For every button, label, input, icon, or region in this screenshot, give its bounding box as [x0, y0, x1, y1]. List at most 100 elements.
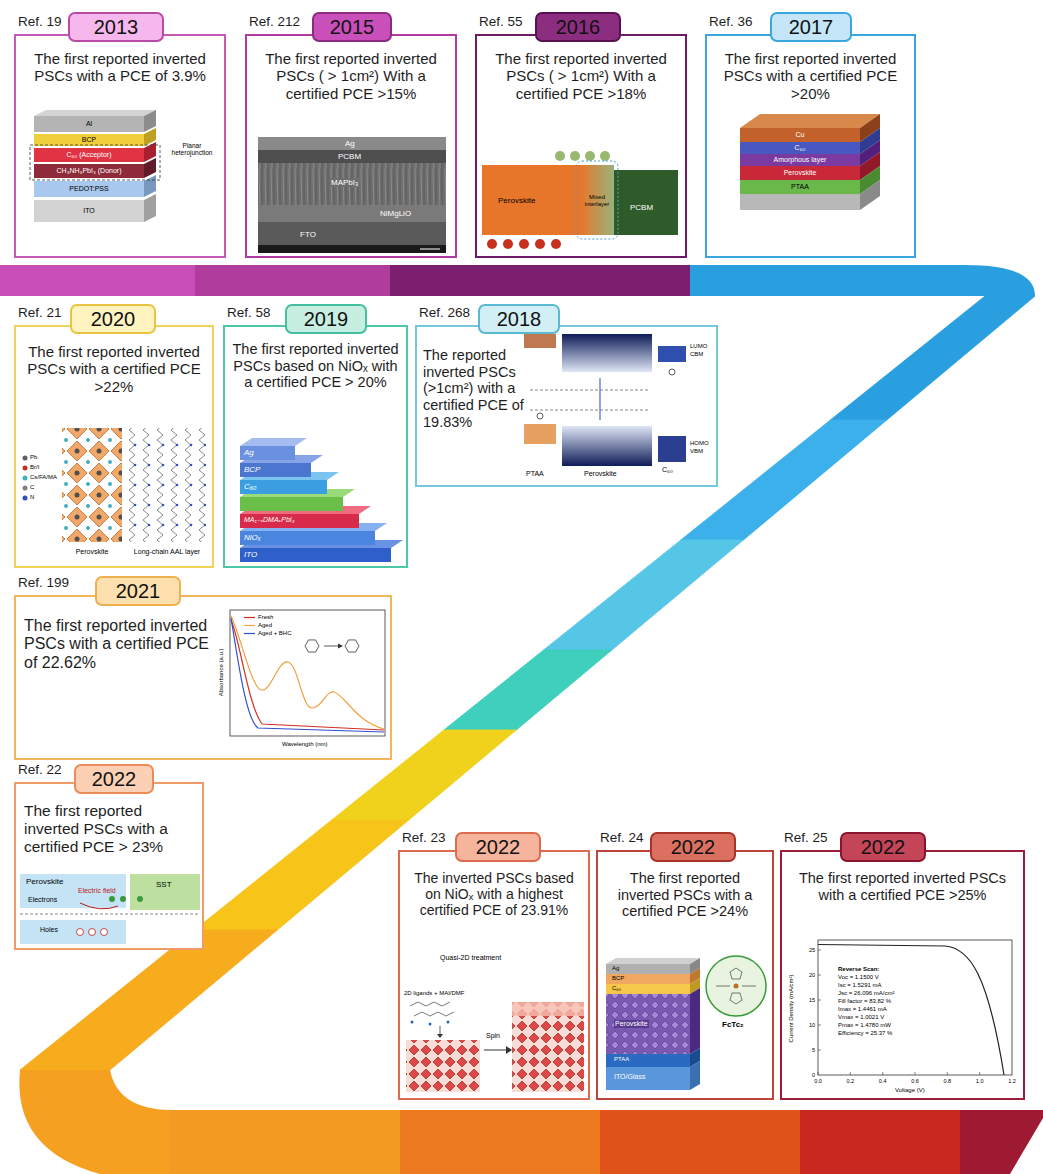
device-stack-2019 — [240, 489, 355, 497]
card-text: The first reported inverted PSCs with a … — [604, 870, 766, 920]
year-label: 2022 — [671, 836, 716, 859]
interface-diagram-2016 — [551, 239, 561, 249]
energy-diagram-2018 — [524, 334, 556, 348]
sem-image-2015 — [420, 249, 440, 250]
timeline-ribbon — [170, 1110, 402, 1174]
device-stack-2019 — [240, 540, 403, 548]
device-stack-2022 — [606, 994, 690, 1054]
device-stack-2022 — [706, 956, 766, 1016]
card-text: The first reported inverted PSCs ( > 1cm… — [485, 50, 677, 102]
card-text: The first reported inverted PSCs with a … — [715, 50, 906, 102]
device-stack-2019 — [240, 506, 371, 514]
device-stack-2013 — [34, 134, 144, 146]
jv-curve-2022 — [818, 945, 1004, 1076]
card-text: The inverted PSCs based on NiOₓ with a h… — [406, 870, 582, 918]
device-stack-2019 — [240, 438, 307, 446]
year-tab: 2022 — [455, 832, 541, 862]
device-stack-2017 — [740, 142, 860, 154]
device-stack-2022 — [690, 978, 700, 994]
device-stack-2017 — [740, 114, 880, 128]
energy-diagram-2018 — [658, 346, 686, 362]
device-stack-2022 — [606, 1054, 690, 1067]
device-stack-2022 — [606, 974, 690, 984]
device-stack-2013 — [34, 181, 144, 197]
sem-image-2015 — [258, 205, 446, 222]
quasi-2d-sketch — [414, 1012, 454, 1016]
timeline-card: Ref. 36The first reported inverted PSCs … — [705, 34, 916, 258]
timeline-card: Ref. 19The first reported inverted PSCs … — [14, 34, 226, 258]
interface-diagram-2016 — [535, 239, 545, 249]
jv-curve-2022 — [818, 975, 821, 976]
device-stack-2019 — [240, 455, 323, 463]
quasi-2d-sketch — [411, 1021, 414, 1024]
timeline-ribbon — [19, 1070, 172, 1174]
device-stack-2019 — [240, 480, 327, 494]
device-stack-2013 — [144, 175, 156, 197]
device-stack-2022 — [730, 993, 742, 1004]
reference-label: Ref. 268 — [419, 305, 470, 321]
quasi-2d-sketch — [440, 1026, 441, 1034]
interface-diagram-2016 — [600, 151, 610, 161]
jv-curve-2022 — [818, 1025, 821, 1026]
interface-diagram-2016 — [576, 161, 618, 239]
sem-image-2015 — [258, 137, 446, 253]
year-tab: 2022 — [840, 832, 926, 862]
energy-diagram-2018 — [524, 424, 556, 444]
absorbance-chart-2021 — [244, 625, 255, 626]
device-stack-2013 — [34, 116, 144, 132]
reference-label: Ref. 58 — [227, 305, 271, 321]
charge-transfer-sketch-2022 — [77, 929, 84, 936]
timeline-ribbon — [400, 1110, 602, 1174]
charge-transfer-sketch-2022 — [137, 896, 143, 902]
crystal-structure-2020 — [23, 466, 28, 471]
charge-transfer-sketch-2022 — [20, 874, 200, 944]
crystal-structure-2020 — [62, 428, 122, 542]
reference-label: Ref. 24 — [600, 830, 644, 846]
sem-image-2015 — [258, 137, 446, 150]
timeline-ribbon — [195, 265, 391, 296]
absorbance-chart-2021 — [244, 617, 255, 618]
sem-image-2015 — [258, 245, 446, 253]
reference-label: Ref. 21 — [18, 305, 62, 321]
device-stack-2022 — [690, 958, 700, 974]
device-stack-2019 — [240, 514, 359, 528]
absorbance-chart-2021 — [338, 644, 343, 649]
year-tab: 2013 — [68, 12, 164, 42]
timeline-card: Ref. 22The first reported inverted PSCs … — [14, 782, 204, 950]
timeline-card: Ref. 212The first reported inverted PSCs… — [245, 34, 457, 258]
interface-diagram-2016 — [482, 151, 678, 249]
device-stack-2017 — [740, 154, 860, 166]
reference-label: Ref. 19 — [18, 14, 62, 30]
sem-image-2015 — [258, 222, 446, 245]
device-stack-2022 — [606, 984, 690, 994]
device-stack-2013 — [144, 110, 156, 132]
device-stack-2022 — [606, 956, 766, 1090]
year-label: 2019 — [304, 308, 349, 331]
quasi-2d-sketch — [506, 1046, 512, 1054]
charge-transfer-sketch-2022 — [20, 914, 200, 915]
jv-curve-2022 — [882, 1072, 883, 1075]
timeline-card: Ref. 55The first reported inverted PSCs … — [475, 34, 687, 258]
crystal-structure-2020 — [128, 428, 206, 542]
device-stack-2013 — [30, 145, 160, 180]
timeline-card: Ref. 58The first reported inverted PSCs … — [223, 325, 408, 568]
device-stack-2013 — [34, 110, 156, 116]
device-stack-2019 — [240, 446, 295, 460]
energy-diagram-2018 — [562, 334, 652, 372]
energy-diagram-2018 — [658, 436, 686, 462]
device-stack-2017 — [860, 166, 880, 194]
timeline-ribbon — [544, 540, 744, 650]
energy-diagram-2018 — [562, 426, 652, 466]
timeline-card: Ref. 21The first reported inverted PSCs … — [14, 325, 214, 568]
timeline-card: Ref. 23The inverted PSCs based on NiOₓ w… — [398, 850, 590, 1100]
device-stack-2013 — [144, 142, 156, 162]
energy-diagram-2018 — [530, 390, 650, 391]
interface-diagram-2016 — [519, 239, 529, 249]
year-label: 2015 — [330, 16, 375, 39]
jv-curve-2022 — [979, 1072, 980, 1075]
charge-transfer-sketch-2022 — [20, 874, 126, 908]
device-stack-2019 — [240, 531, 375, 545]
absorbance-chart-2021 — [231, 618, 384, 732]
timeline-card: Ref. 199The first reported inverted PSCs… — [14, 595, 392, 760]
timeline-ribbon — [390, 265, 691, 296]
